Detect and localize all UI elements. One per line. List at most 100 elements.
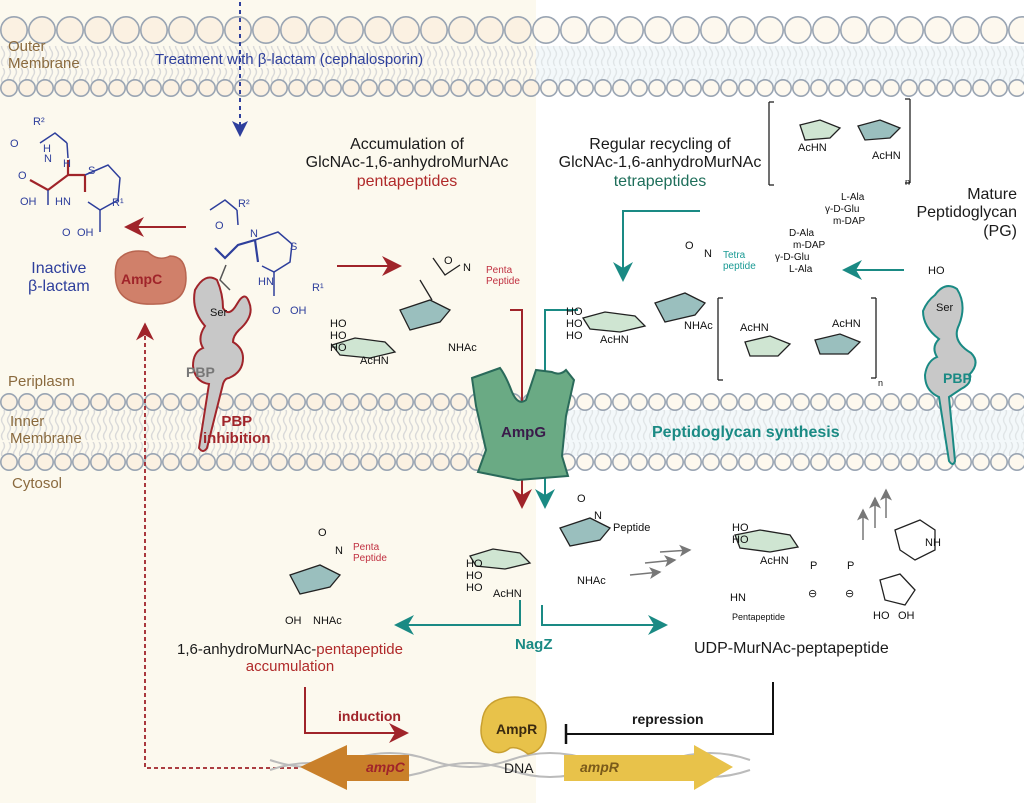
minus-charge-1: ⊖ [808, 588, 818, 600]
membrane-bead [359, 79, 378, 98]
membrane-bead [90, 452, 109, 471]
membrane-bead [863, 79, 882, 98]
p-atom-1: P [810, 560, 818, 572]
s-atom-bound: S [290, 241, 298, 253]
achn-pg-3: AcHN [740, 322, 769, 334]
pentapeptide-udp: Pentapeptide [732, 612, 786, 622]
pbp-inhibition-line1: PBP [221, 413, 253, 430]
membrane-bead [809, 79, 828, 98]
outer-membrane-label-line1: Outer [8, 38, 46, 55]
anhydro-line2: accumulation [245, 658, 335, 676]
membrane-bead [287, 392, 306, 411]
membrane-bead [755, 452, 774, 471]
r2-atom-bound: R² [238, 198, 250, 210]
membrane-bead [180, 79, 199, 98]
chain-top-2: m-DAP [833, 216, 866, 227]
membrane-bead [377, 79, 396, 98]
anhydro-accumulation-label: 1,6-anhydroMurNAc-pentapeptide accumulat… [170, 641, 410, 676]
membrane-bead [53, 79, 72, 98]
membrane-bead [144, 392, 163, 411]
mature-pg-structure [717, 98, 911, 381]
membrane-bead [323, 452, 342, 471]
ampr-gene-label: ampR [580, 759, 619, 775]
membrane-bead [1008, 393, 1024, 411]
tetra-peptide-label: Tetra peptide [723, 250, 756, 272]
membrane-bead [971, 452, 990, 471]
membrane-bead [395, 79, 414, 98]
membrane-bead [447, 15, 476, 44]
membrane-bead [971, 392, 990, 411]
membrane-bead [643, 15, 672, 44]
membrane-bead [615, 15, 644, 44]
membrane-bead [845, 452, 864, 471]
udp-murnac-structure [734, 519, 936, 606]
accumulation-line2: GlcNAc-1,6-anhydroMurNAc [305, 154, 509, 172]
membrane-bead [503, 79, 522, 98]
achn-udp: AcHN [760, 555, 789, 567]
repeat-n-top: n [905, 177, 911, 187]
membrane-bead [895, 15, 924, 44]
membrane-bead [979, 15, 1008, 44]
membrane-bead [84, 15, 113, 44]
oh-atom: OH [20, 196, 37, 208]
o-atom-bound-2: O [272, 305, 281, 317]
pbp-left-label: PBP [186, 364, 215, 380]
ho-t2: HO [566, 318, 583, 331]
oh-anh: OH [285, 615, 302, 627]
oh-atom-bound: OH [290, 305, 307, 317]
ho-group-cyt: HO HO HO [466, 558, 483, 594]
membrane-bead [647, 392, 666, 411]
r1-atom-bound: R¹ [312, 282, 324, 294]
membrane-bead [989, 392, 1008, 411]
membrane-bead [475, 15, 504, 44]
tetra-word: Tetra [723, 250, 746, 261]
chain-top-1: γ-D-Glu [825, 204, 860, 215]
membrane-bead [671, 15, 700, 44]
membrane-bead [701, 392, 720, 411]
ser-label-right: Ser [936, 302, 954, 314]
membrane-bead [72, 392, 91, 411]
ho-c1: HO [466, 558, 483, 570]
membrane-bead [162, 392, 181, 411]
membrane-bead [279, 15, 308, 44]
ampc-enzyme-label: AmpC [121, 271, 163, 287]
membrane-bead [863, 452, 882, 471]
r2-atom: R² [33, 116, 45, 128]
hn-atom: HN [55, 196, 71, 208]
periplasm-label: Periplasm [8, 373, 75, 390]
ho-ribose: HO [873, 610, 890, 622]
mature-pg-line3: (PG) [983, 222, 1017, 240]
mature-pg-line1: Mature [967, 186, 1017, 203]
membrane-bead [53, 392, 72, 411]
membrane-bead [168, 15, 197, 44]
inactive-lactam-line1: Inactive [31, 260, 87, 277]
membrane-bead [647, 79, 666, 98]
accumulation-top-label: Accumulation of GlcNAc-1,6-anhydroMurNAc… [282, 136, 532, 191]
peptide-word-2: Peptide [353, 553, 387, 564]
membrane-bead [252, 79, 271, 98]
membrane-bead [108, 79, 127, 98]
membrane-bead [917, 79, 936, 98]
membrane-bead [1008, 16, 1024, 44]
membrane-bead [377, 452, 396, 471]
o-atom-anh: O [318, 527, 327, 539]
nhac-cyt: NHAc [577, 575, 606, 587]
membrane-bead [0, 79, 18, 98]
membrane-bead [791, 452, 810, 471]
ho-group-tetra: HO HO HO [566, 306, 583, 342]
membrane-bead [737, 392, 756, 411]
o-atom-bound: O [215, 220, 224, 232]
membrane-bead [917, 392, 936, 411]
inner-membrane-label-line1: Inner [10, 413, 45, 430]
ho-t3: HO [566, 330, 583, 343]
membrane-bead [269, 79, 288, 98]
inactive-lactam-label: Inactive β-lactam [28, 260, 90, 297]
membrane-bead [737, 452, 756, 471]
membrane-bead [917, 452, 936, 471]
inactive-lactam-structure [29, 132, 121, 232]
membrane-bead [719, 452, 738, 471]
membrane-bead [180, 392, 199, 411]
membrane-bead [216, 79, 235, 98]
membrane-bead [224, 15, 253, 44]
membrane-bead [539, 79, 558, 98]
